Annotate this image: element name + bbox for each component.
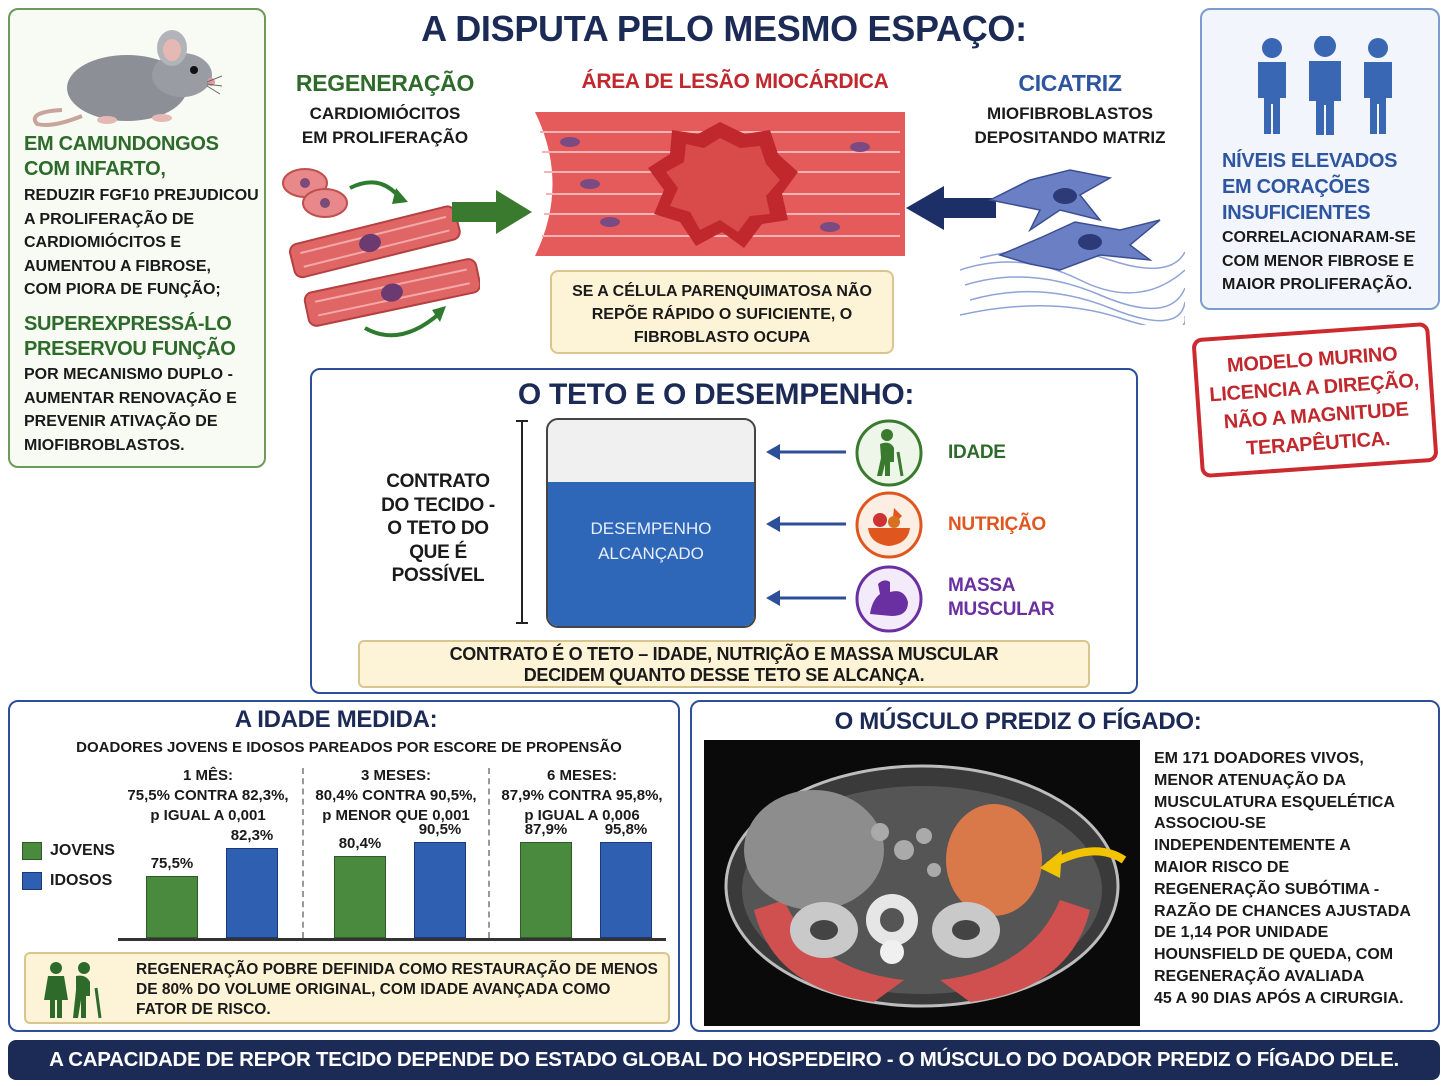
factor-arrow-icon bbox=[766, 444, 846, 460]
bar-value-label: 87,9% bbox=[524, 821, 568, 838]
myofibroblast-illustration bbox=[960, 169, 1185, 325]
regeneration-heading: REGENERAÇÃO bbox=[295, 70, 475, 96]
ceiling-bracket bbox=[516, 420, 528, 624]
age-note: REGENERAÇÃO POBRE DEFINIDA COMO RESTAURA… bbox=[24, 952, 670, 1024]
bar-idosos-3 bbox=[600, 842, 652, 938]
muscle-body: EM 171 DOADORES VIVOS,MENOR ATENUAÇÃO DA… bbox=[1154, 750, 1411, 1007]
factor-nutricao-label: NUTRIÇÃO bbox=[948, 514, 1046, 535]
age-panel: A IDADE MEDIDA: DOADORES JOVENS E IDOSOS… bbox=[8, 700, 680, 1032]
footer-text: A CAPACIDADE DE REPOR TECIDO DEPENDE DO … bbox=[49, 1048, 1399, 1071]
legend-label-jovens: JOVENS bbox=[50, 842, 115, 859]
bar-value-label: 75,5% bbox=[150, 854, 194, 872]
muscle-panel: O MÚSCULO PREDIZ O FÍGADO: EM 171 DOADOR… bbox=[690, 700, 1440, 1032]
scar-heading: CICATRIZ bbox=[1018, 70, 1122, 96]
muscle-heading: O MÚSCULO PREDIZ O FÍGADO: bbox=[834, 708, 1202, 735]
food-bowl-icon bbox=[855, 491, 923, 559]
bar-idosos-1 bbox=[226, 848, 278, 938]
green-arrow-icon bbox=[452, 190, 532, 234]
bar-value-label: 90,5% bbox=[418, 821, 462, 838]
group-title-1: 1 MÊS:75,5% CONTRA 82,3%,p IGUAL A 0,001 bbox=[127, 767, 289, 824]
bar-value-label: 82,3% bbox=[230, 827, 274, 845]
page-title: A DISPUTA PELO MESMO ESPAÇO: bbox=[421, 8, 1027, 49]
factor-arrow-icon bbox=[766, 590, 846, 606]
ct-scan-image bbox=[704, 740, 1140, 1026]
factor-idade-label: IDADE bbox=[948, 442, 1006, 463]
lesion-heading: ÁREA DE LESÃO MIOCÁRDICA bbox=[581, 70, 889, 93]
elderly-couple-icon bbox=[44, 962, 102, 1019]
footer-banner: A CAPACIDADE DE REPOR TECIDO DEPENDE DO … bbox=[8, 1040, 1440, 1080]
mice-body-2: POR MECANISMO DUPLO -AUMENTAR RENOVAÇÃO … bbox=[24, 366, 237, 454]
legend-swatch-idosos bbox=[22, 872, 42, 890]
ceiling-heading: O TETO E O DESEMPENHO: bbox=[517, 378, 915, 411]
age-bar-chart: 75,5% 82,3% 80,4% 90,5% 87,9% 95,8% bbox=[110, 814, 670, 938]
group-separator bbox=[302, 768, 304, 938]
navy-arrow-icon bbox=[906, 186, 996, 230]
group-title-2: 3 MESES:80,4% CONTRA 90,5%,p MENOR QUE 0… bbox=[315, 767, 477, 824]
elderly-icon bbox=[855, 419, 923, 487]
people-icon bbox=[1258, 36, 1392, 135]
group-title-3: 6 MESES:87,9% CONTRA 95,8%,p IGUAL A 0,0… bbox=[501, 767, 663, 824]
legend-swatch-jovens bbox=[22, 842, 42, 860]
bar-value-label: 95,8% bbox=[604, 821, 648, 838]
bar-jovens-3 bbox=[520, 842, 572, 938]
chart-baseline bbox=[118, 938, 666, 941]
mouse-icon bbox=[32, 30, 222, 127]
myocardial-tissue-illustration bbox=[535, 112, 905, 256]
legend-label-idosos: IDOSOS bbox=[50, 872, 113, 889]
age-subtitle: DOADORES JOVENS E IDOSOS PAREADOS POR ES… bbox=[76, 739, 622, 756]
factor-arrow-icon bbox=[766, 516, 846, 532]
legend-idosos: IDOSOS bbox=[22, 872, 112, 890]
bar-idosos-2 bbox=[414, 842, 466, 938]
bar-jovens-1 bbox=[146, 875, 198, 938]
age-heading: A IDADE MEDIDA: bbox=[234, 706, 438, 733]
ceiling-note: CONTRATO É O TETO – IDADE, NUTRIÇÃO E MA… bbox=[358, 640, 1090, 688]
bar-value-label: 80,4% bbox=[338, 834, 382, 852]
bar-jovens-2 bbox=[334, 855, 386, 938]
cardiomyocytes-illustration bbox=[282, 168, 480, 338]
flexed-arm-icon bbox=[855, 565, 923, 633]
group-separator bbox=[488, 768, 490, 938]
legend-jovens: JOVENS bbox=[22, 842, 115, 860]
performance-fill bbox=[548, 481, 754, 626]
